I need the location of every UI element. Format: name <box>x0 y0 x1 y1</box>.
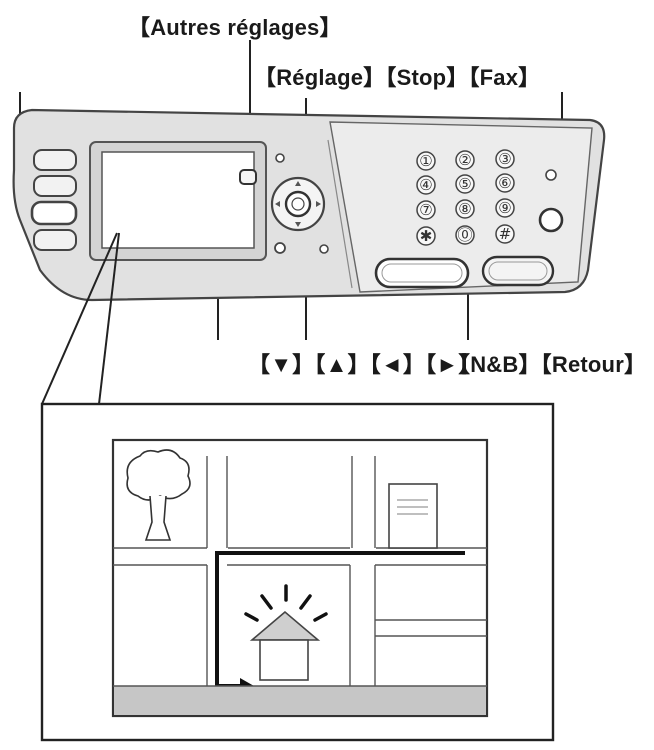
retour-small-button[interactable] <box>274 242 286 254</box>
key-4[interactable] <box>416 175 436 195</box>
key-9[interactable] <box>495 198 515 218</box>
key-1-label: ① <box>419 152 432 170</box>
key-6[interactable] <box>495 173 515 193</box>
fax-button[interactable] <box>538 207 564 233</box>
left-button-1[interactable] <box>33 149 77 171</box>
key-star[interactable] <box>416 226 436 246</box>
map-status-bar <box>114 686 486 715</box>
tree-icon <box>126 449 191 541</box>
key-3-label: ③ <box>498 150 511 168</box>
key-2-label: ② <box>458 151 471 169</box>
key-4-label: ④ <box>419 176 432 194</box>
arrow-keys-label: 【▼】【▲】【◄】【►】 <box>248 352 481 377</box>
house-icon <box>244 584 328 681</box>
building-icon <box>388 483 438 549</box>
colour-start-button[interactable] <box>481 255 555 287</box>
key-6-label: ⑥ <box>498 174 511 192</box>
key-8-label: ⑧ <box>458 200 471 218</box>
bottom-buttons-label: 【N&B】【Retour】 <box>448 352 647 377</box>
key-hash-label: # <box>499 225 512 243</box>
key-5-label: ⑤ <box>458 175 471 193</box>
key-2[interactable] <box>455 150 475 170</box>
key-3[interactable] <box>495 149 515 169</box>
key-7-label: ⑦ <box>419 201 432 219</box>
key-7[interactable] <box>416 200 436 220</box>
key-5[interactable] <box>455 174 475 194</box>
key-8[interactable] <box>455 199 475 219</box>
key-hash[interactable] <box>495 224 515 244</box>
display-screen <box>101 151 255 249</box>
nav-arrow-icons <box>275 181 321 227</box>
left-button-4[interactable] <box>33 229 77 251</box>
enlarged-screen <box>111 438 489 718</box>
key-0-label: ⓪ <box>457 226 472 244</box>
key-star-label: ✱ <box>420 227 433 245</box>
keypad: ① ② ③ ④ ⑤ ⑥ ⑦ ⑧ ⑨ ✱ ⓪ # <box>416 149 515 246</box>
left-button-3[interactable] <box>30 200 78 226</box>
nb-button[interactable] <box>374 257 470 289</box>
key-1[interactable] <box>416 151 436 171</box>
key-0[interactable] <box>455 225 475 245</box>
top-buttons-label: 【Réglage】【Stop】【Fax】 <box>254 65 541 90</box>
map-streets <box>113 456 487 686</box>
fax-led <box>545 169 557 181</box>
left-button-2[interactable] <box>33 175 77 197</box>
key-9-label: ⑨ <box>498 199 511 217</box>
autres-reglages-label: 【Autres réglages】 <box>128 15 342 40</box>
reglage-button[interactable] <box>284 190 312 218</box>
led-top <box>275 153 285 163</box>
led-right <box>319 244 329 254</box>
autres-reglages-button[interactable] <box>239 169 257 185</box>
